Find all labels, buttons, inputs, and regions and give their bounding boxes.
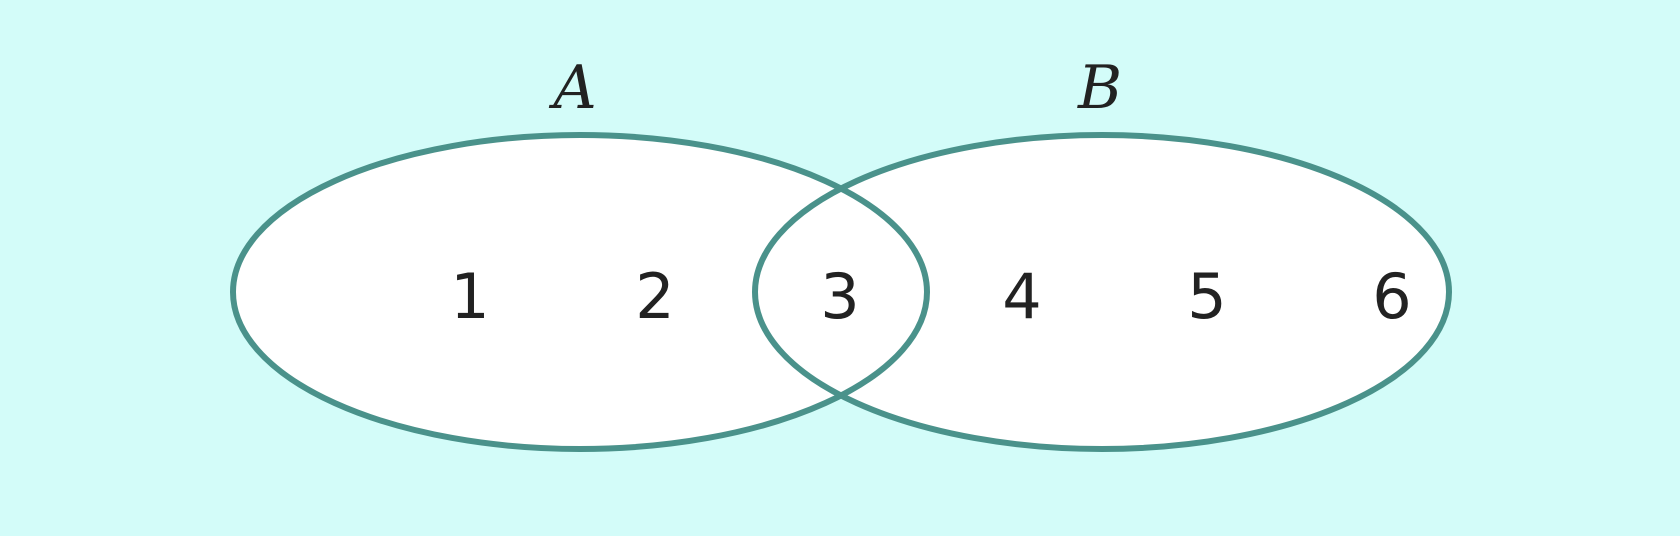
set-b-element: 6 — [1372, 260, 1411, 333]
set-a-label: A — [548, 53, 596, 123]
set-b-element: 4 — [1002, 260, 1041, 333]
set-b-element: 5 — [1187, 260, 1226, 333]
set-a-fill — [233, 135, 927, 449]
set-b-ellipse — [752, 132, 1452, 452]
set-a-element: 2 — [635, 260, 674, 333]
intersection-element: 3 — [820, 260, 859, 333]
set-b-label: B — [1077, 53, 1122, 123]
set-a-element: 1 — [450, 260, 489, 333]
set-b-fill — [755, 135, 1449, 449]
set-a-ellipse — [230, 132, 930, 452]
